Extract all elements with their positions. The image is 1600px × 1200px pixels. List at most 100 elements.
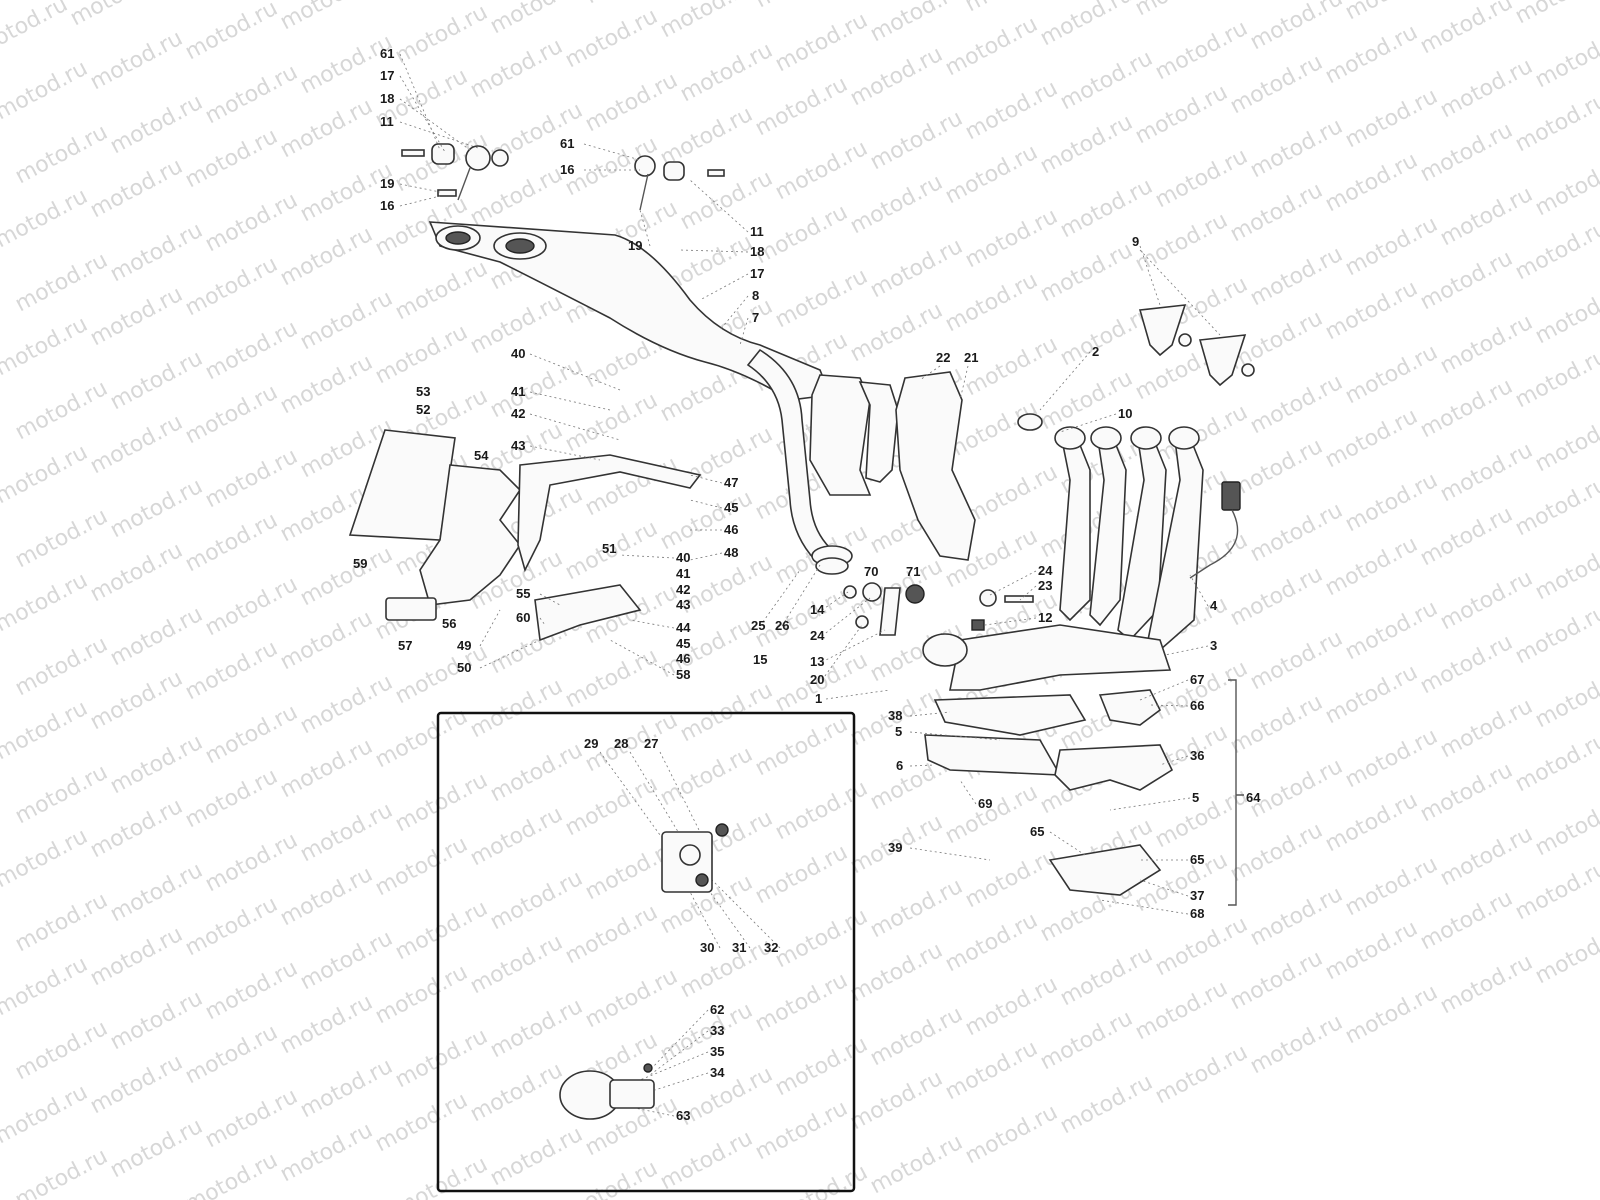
watermark-text: motod.ru [86,1050,187,1119]
watermark-text: motod.ru [1226,50,1327,119]
watermark-text: motod.ru [466,802,567,871]
bolt-23 [1004,595,1034,603]
callout-17: 17 [750,266,764,281]
watermark-text: motod.ru [86,154,187,223]
watermark-text: motod.ru [581,68,682,137]
hanger-link-13 [879,587,901,636]
callout-64: 64 [1246,790,1261,805]
watermark-text: motod.ru [1341,84,1442,153]
heat-shield-c [895,371,976,561]
callout-11: 11 [380,114,394,129]
watermark-text: motod.ru [1341,468,1442,537]
watermark-text: motod.ru [751,1096,852,1165]
watermark-text: motod.ru [961,844,1062,913]
watermark-text: motod.ru [1246,370,1347,439]
leader-line [539,617,546,626]
leader-line [529,445,601,461]
bolt-left-a [401,149,425,157]
watermark-text: motod.ru [486,1122,587,1191]
callout-19: 19 [628,238,642,253]
watermark-text: motod.ru [656,0,757,43]
watermark-text: motod.ru [1151,16,1252,85]
callout-labels: 61 17 18 11 19 16 61 16 19 11 18 17 8 7 … [353,46,1261,1123]
watermark-text: motod.ru [1246,1010,1347,1079]
watermark-text: motod.ru [86,282,187,351]
inset-frame [436,711,856,1193]
watermark-text: motod.ru [1416,630,1517,699]
watermark-text: motod.ru [846,1066,947,1135]
watermark-text: motod.ru [11,120,112,189]
watermark-text: motod.ru [751,200,852,269]
leader-line [821,624,863,681]
leader-line [759,569,801,627]
callout-24: 24 [1038,563,1053,578]
watermark-text: motod.ru [941,780,1042,849]
callout-1: 1 [815,691,822,706]
watermark-text: motod.ru [181,508,282,577]
callout-33: 33 [710,1023,724,1038]
watermark-text: motod.ru [771,8,872,77]
watermark-text: motod.ru [1416,374,1517,443]
leader-line [1139,679,1189,701]
watermark-text: motod.ru [771,1032,872,1101]
leader-line [529,391,611,411]
callout-56: 56 [442,616,456,631]
watermark-text: motod.ru [201,828,302,897]
callout-10: 10 [1118,406,1132,421]
watermark-text: motod.ru [1511,600,1600,669]
watermark-text: motod.ru [11,1144,112,1200]
watermark-text: motod.ru [1226,818,1327,887]
watermark-text: motod.ru [1436,182,1537,251]
watermark-text: motod.ru [1531,152,1600,221]
rubber-mount-right [663,161,685,181]
callout-17: 17 [380,68,394,83]
watermark-text: motod.ru [296,542,397,611]
callout-61: 61 [380,46,394,61]
leader-line [1019,585,1037,601]
watermark-text: motod.ru [771,264,872,333]
watermark-text: motod.ru [371,832,472,901]
callout-16: 16 [380,198,394,213]
hanger-strap-left [457,167,471,201]
callout-50: 50 [457,660,471,675]
watermark-text: motod.ru [181,892,282,961]
grommet-71 [905,584,925,604]
watermark-text: motod.ru [486,0,587,39]
watermark-text: motod.ru [961,1100,1062,1169]
watermark-text: motod.ru [561,4,662,73]
watermark-text: motod.ru [1416,118,1517,187]
leader-line [399,53,441,151]
callout-43: 43 [511,438,525,453]
watermark-text: motod.ru [941,268,1042,337]
heat-shield-a [809,374,872,496]
watermark-text: motod.ru [1131,80,1232,149]
watermark-text: motod.ru [0,56,92,125]
watermark-text: motod.ru [941,1036,1042,1105]
callout-45: 45 [676,636,690,651]
callout-22: 22 [936,350,950,365]
watermark-text: motod.ru [1511,856,1600,925]
watermark-text: motod.ru [771,776,872,845]
washer-left [491,149,509,167]
watermark-text: motod.ru [1036,0,1137,51]
watermark-text: motod.ru [1436,310,1537,379]
watermark-text: motod.ru [866,1002,967,1071]
header-flange-3 [1130,426,1162,450]
leader-line [821,597,871,637]
watermark-text: motod.ru [296,670,397,739]
watermark-text: motod.ru [11,1016,112,1085]
watermark-text: motod.ru [0,1080,92,1149]
watermark-text: motod.ru [1226,434,1327,503]
watermark-text: motod.ru [656,486,757,555]
watermark-text: motod.ru [106,986,207,1055]
watermark-text: motod.ru [106,1114,207,1183]
leader-lines [399,53,1221,1117]
actuator-screw [643,1063,653,1073]
watermark-text: motod.ru [1151,912,1252,981]
watermark-text: motod.ru [466,674,567,743]
callout-58: 58 [676,667,690,682]
watermark-text: motod.ru [391,1152,492,1200]
watermark-text: motod.ru [181,764,282,833]
header-pipe-3 [1117,438,1167,642]
